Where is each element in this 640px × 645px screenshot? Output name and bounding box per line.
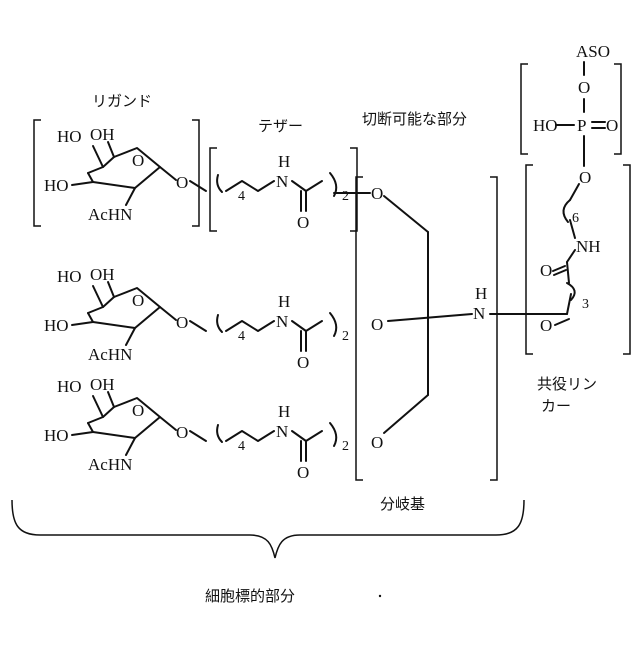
hydroxyl-3: HO <box>44 176 69 195</box>
central-nitrogen: N <box>473 304 485 323</box>
cleavable-moiety-label: 切断可能な部分 <box>362 110 467 128</box>
stray-dot <box>379 595 381 597</box>
tether-bracket-left <box>210 148 217 231</box>
linker-carbonyl-oxygen-lower: O <box>540 316 552 335</box>
phosphate-bracket-right <box>614 64 621 154</box>
propyl-count: 3 <box>582 297 589 312</box>
linker-amide-nh: NH <box>576 237 601 256</box>
glycosidic-oxygen: O <box>176 313 188 332</box>
carbonyl-oxygen-2: O <box>297 353 309 372</box>
tether-chain-1: 4 N H O 2 O <box>190 152 383 232</box>
ring-oxygen: O <box>132 401 144 420</box>
acetamido: AcHN <box>88 455 132 474</box>
linker-bracket-right <box>623 165 630 354</box>
phosphate-group: ASO O P HO O <box>533 42 618 166</box>
aso-label: ASO <box>576 42 610 61</box>
amide-hydrogen-3: H <box>278 402 290 421</box>
linker-bracket-left <box>526 165 533 354</box>
acetamido: AcHN <box>88 345 132 364</box>
phosphoryl-oxygen: O <box>606 116 618 135</box>
branch-bracket-right <box>490 177 497 480</box>
phosphorus: P <box>577 116 586 135</box>
hydroxyl-4: HO <box>57 127 82 146</box>
phosphate-bracket-left <box>521 64 528 154</box>
ether-oxygen-3: O <box>371 433 383 452</box>
amide-hydrogen-1: H <box>278 152 290 171</box>
phosphate-ester-oxygen: O <box>579 168 591 187</box>
ethyl-count-1: 2 <box>342 189 349 204</box>
amide-nitrogen-3: N <box>276 422 288 441</box>
tether-chain-2: 4 N H O 2 O <box>190 292 383 372</box>
galnac-sugar-1: O OH HO HO AcHN O <box>44 125 188 224</box>
hydroxyl-6: OH <box>90 375 115 394</box>
tether-chain-3: 4 N H O 2 O <box>190 402 383 482</box>
conjugate-linker-label-line2: カー <box>541 397 571 415</box>
tether-label: テザー <box>258 117 303 135</box>
amide-nitrogen-1: N <box>276 172 288 191</box>
amide-nitrogen-2: N <box>276 312 288 331</box>
conjugate-linker-chain: O 3 O NH 6 O <box>540 168 601 335</box>
acetamido: AcHN <box>88 205 132 224</box>
cell-targeting-brace <box>12 500 524 558</box>
hydroxyl-6: OH <box>90 125 115 144</box>
amide-hydrogen-2: H <box>278 292 290 311</box>
tether-count-3: 4 <box>238 439 245 454</box>
hydroxyl-6: OH <box>90 265 115 284</box>
phosphate-oxygen-top: O <box>578 78 590 97</box>
galnac-sugar-3: O OH HO HO AcHN O <box>44 375 188 474</box>
branching-group-label: 分岐基 <box>380 495 425 513</box>
ring-oxygen: O <box>132 151 144 170</box>
hydroxyl-3: HO <box>44 316 69 335</box>
ligand-bracket-left <box>34 120 41 226</box>
tether-count-2: 4 <box>238 329 245 344</box>
branching-scaffold: N H <box>384 196 567 433</box>
conjugate-linker-label-line1: 共役リン <box>537 375 597 393</box>
cell-targeting-moiety-label: 細胞標的部分 <box>205 587 295 605</box>
carbonyl-oxygen-1: O <box>297 213 309 232</box>
ring-oxygen: O <box>132 291 144 310</box>
ligand-bracket-right <box>192 120 199 226</box>
hydroxyl-3: HO <box>44 426 69 445</box>
ether-oxygen-1: O <box>371 184 383 203</box>
tether-count-1: 4 <box>238 189 245 204</box>
linker-carbonyl-oxygen-upper: O <box>540 261 552 280</box>
ethyl-count-3: 2 <box>342 439 349 454</box>
hydroxyl-4: HO <box>57 267 82 286</box>
central-hydrogen: H <box>475 284 487 303</box>
galnac-sugar-2: O OH HO HO AcHN O <box>44 265 188 364</box>
hydroxyl-4: HO <box>57 377 82 396</box>
phosphate-hydroxyl: HO <box>533 116 558 135</box>
glycosidic-oxygen: O <box>176 423 188 442</box>
glycosidic-oxygen: O <box>176 173 188 192</box>
ligand-label: リガンド <box>92 92 152 110</box>
ether-oxygen-2: O <box>371 315 383 334</box>
carbonyl-oxygen-3: O <box>297 463 309 482</box>
hexyl-count: 6 <box>572 211 579 226</box>
ethyl-count-2: 2 <box>342 329 349 344</box>
